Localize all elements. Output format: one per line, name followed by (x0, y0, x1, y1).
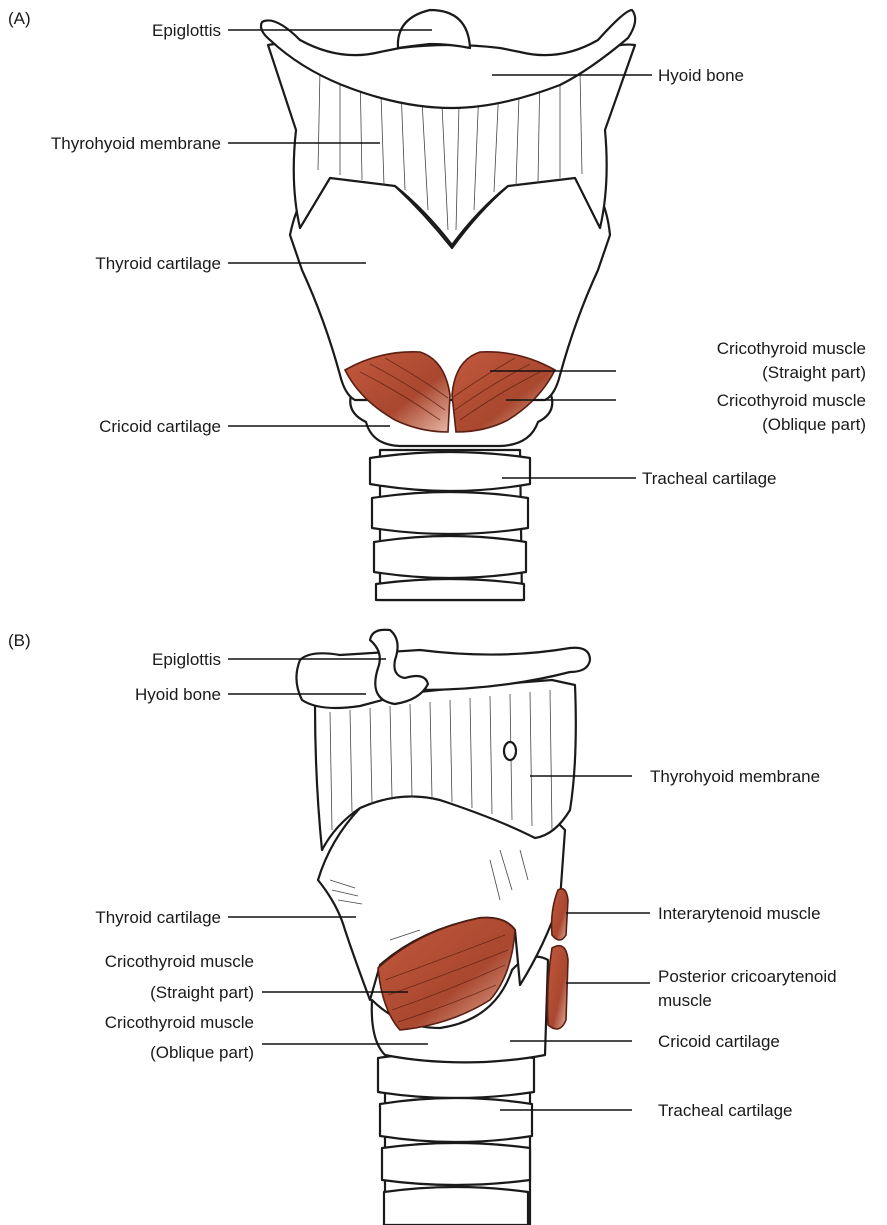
panel-a-label-epiglottis: Epiglottis (152, 21, 221, 40)
panel-a-label-thyrohyoid-membrane: Thyrohyoid membrane (51, 134, 221, 153)
panel-a-label-thyroid-cartilage: Thyroid cartilage (95, 254, 221, 273)
panel-b-posterior-cricoarytenoid-muscle (548, 946, 569, 1029)
panel-b-label-cricothyroid-oblique-part: (Oblique part) (150, 1043, 254, 1062)
panel-a-label-tracheal-cartilage: Tracheal cartilage (642, 469, 777, 488)
panel-b-label-posterior-cricoarytenoid: Posterior cricoarytenoid (658, 967, 837, 986)
panel-b: (B) (8, 630, 837, 1225)
panel-b-tag: (B) (8, 631, 31, 650)
panel-b-label-interarytenoid: Interarytenoid muscle (658, 904, 821, 923)
panel-b-label-cricothyroid-straight: Cricothyroid muscle (105, 952, 254, 971)
panel-b-label-hyoid-bone: Hyoid bone (135, 685, 221, 704)
panel-b-label-tracheal-cartilage: Tracheal cartilage (658, 1101, 793, 1120)
panel-a-trachea (370, 450, 530, 600)
panel-a-label-hyoid-bone: Hyoid bone (658, 66, 744, 85)
panel-a: (A) (8, 9, 866, 600)
panel-a-label-cricothyroid-straight-part: (Straight part) (762, 363, 866, 382)
panel-b-label-cricoid-cartilage: Cricoid cartilage (658, 1032, 780, 1051)
panel-b-label-epiglottis: Epiglottis (152, 650, 221, 669)
panel-b-label-cricothyroid-oblique: Cricothyroid muscle (105, 1013, 254, 1032)
panel-a-label-cricothyroid-oblique-part: (Oblique part) (762, 415, 866, 434)
panel-a-tag: (A) (8, 9, 31, 28)
panel-b-label-thyrohyoid-membrane: Thyrohyoid membrane (650, 767, 820, 786)
panel-b-label-thyroid-cartilage: Thyroid cartilage (95, 908, 221, 927)
panel-a-label-cricothyroid-oblique: Cricothyroid muscle (717, 391, 866, 410)
panel-a-label-cricoid-cartilage: Cricoid cartilage (99, 417, 221, 436)
panel-b-label-cricothyroid-straight-part: (Straight part) (150, 983, 254, 1002)
panel-a-epiglottis (398, 10, 470, 48)
panel-b-trachea (378, 1052, 534, 1225)
panel-a-label-cricothyroid-straight: Cricothyroid muscle (717, 339, 866, 358)
panel-b-label-posterior-cricoarytenoid-muscle: muscle (658, 991, 712, 1010)
